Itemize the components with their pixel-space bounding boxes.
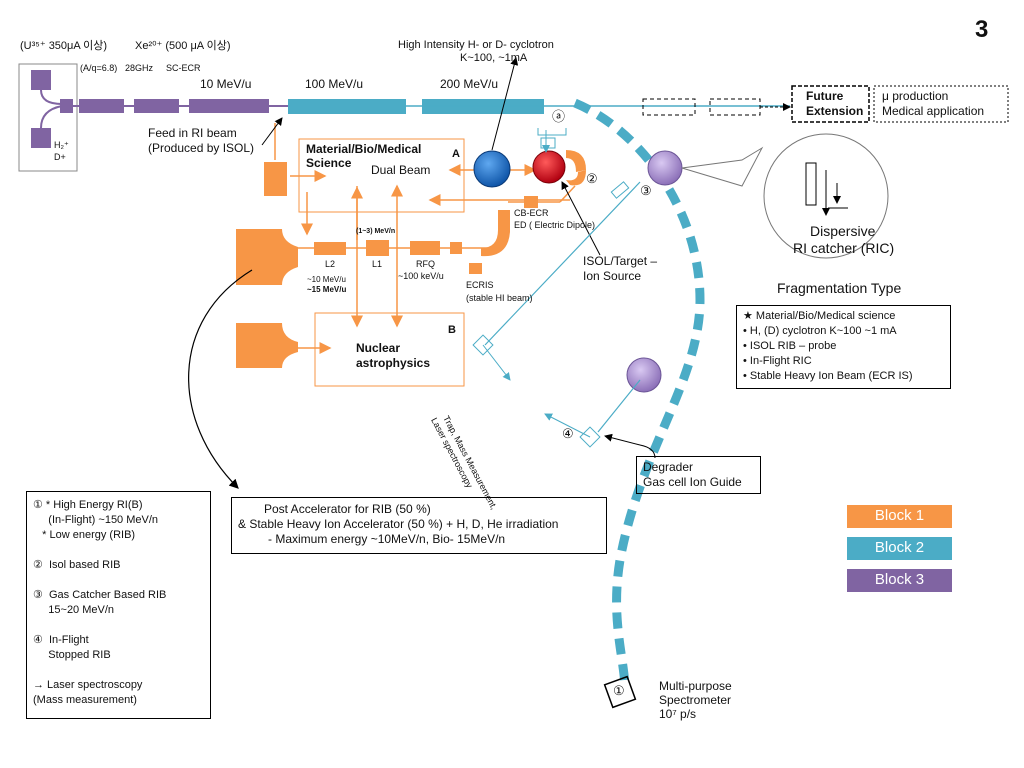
area-b-title-2: astrophysics	[356, 356, 431, 370]
frag-title: Fragmentation Type	[777, 280, 902, 296]
note-line: ② Isol based RIB	[33, 559, 121, 571]
separator-magnet-1	[647, 150, 683, 186]
aq-label: (A/q=6.8)	[80, 63, 118, 73]
cyclotron-label-1: High Intensity H- or D- cyclotron	[398, 39, 554, 51]
marker-3: ③	[640, 183, 652, 198]
note-line: → Laser spectroscopy	[33, 679, 143, 691]
future-box-2	[709, 98, 761, 116]
separator-magnet-2	[626, 357, 662, 393]
future-label-2: Extension	[806, 104, 864, 118]
note-line: (In-Flight) ~150 MeV/n	[33, 514, 159, 526]
ric-label-2: RI catcher (RIC)	[793, 240, 895, 256]
note-line: ③ Gas Catcher Based RIB	[33, 589, 167, 601]
frag-item-5: • Stable Heavy Ion Beam (ECR IS)	[743, 370, 913, 382]
energy-label-100: 100 MeV/u	[305, 77, 364, 91]
isol-label-2: Ion Source	[583, 269, 642, 283]
spectrometer-label-3: 10⁷ p/s	[659, 707, 697, 721]
ecris-label: ECRIS	[466, 280, 494, 290]
note-line	[33, 663, 204, 678]
dual-beam-label: Dual Beam	[371, 163, 431, 177]
fragment-separator-arc	[573, 98, 705, 691]
note-line: ④ In-Flight	[33, 634, 89, 646]
feed-label-2: (Produced by ISOL)	[148, 141, 255, 155]
isol-label-1: ISOL/Target –	[583, 254, 658, 268]
future-extension-box	[791, 85, 870, 123]
ed-label: ED ( Electric Dipole)	[514, 220, 596, 230]
energy-10-label: ~10 MeV/u	[307, 275, 346, 284]
note-line	[33, 618, 204, 633]
isol-target-ball	[532, 150, 566, 184]
marker-2: ②	[586, 171, 598, 186]
area-b-letter: B	[448, 324, 456, 336]
marker-4: ④	[562, 426, 574, 441]
note-line: ① * High Energy RI(B)	[33, 499, 143, 511]
sc-ecr-source-1	[31, 70, 51, 90]
energy-13-label: (1~3) MeV/n	[356, 228, 396, 235]
frag-item-1: ★ Material/Bio/Medical science	[743, 310, 896, 322]
note-line: Stopped RIB	[33, 649, 111, 661]
post-acc-line-3: - Maximum energy ~10MeV/n, Bio- 15MeV/n	[268, 532, 506, 546]
area-a-title-2: Science	[306, 156, 352, 170]
marker-1: ①	[613, 683, 625, 698]
cyclotron-ball	[473, 150, 511, 188]
spectrometer-label-1: Multi-purpose	[659, 679, 732, 693]
post-acc-line-1: Post Accelerator for RIB (50 %)	[264, 502, 431, 516]
h2-label: H₂⁺	[54, 140, 69, 150]
note-line: * Low energy (RIB)	[33, 529, 136, 541]
ric-label-1: Dispersive	[810, 223, 876, 239]
spectrometer-label-2: Spectrometer	[659, 693, 732, 707]
future-box-1	[642, 98, 696, 116]
note-line	[33, 573, 204, 588]
rfq-energy-label: ~100 keV/u	[398, 271, 444, 281]
future-label-1: Future	[806, 89, 844, 103]
spectrometer-marker	[603, 675, 637, 709]
area-b-box	[314, 312, 465, 387]
frag-item-3: • ISOL RIB – probe	[743, 340, 837, 352]
frag-list-box: ★ Material/Bio/Medical science • H, (D) …	[736, 305, 951, 389]
frag-item-4: • In-Flight RIC	[743, 355, 812, 367]
note-line: (Mass measurement)	[33, 694, 137, 706]
frag-item-2: • H, (D) cyclotron K~100 ~1 mA	[743, 325, 897, 337]
future-app-2: Medical application	[882, 104, 985, 118]
source-label: SC-ECR	[166, 63, 201, 73]
future-app-1: μ production	[882, 89, 949, 103]
sc-ecr-source-2	[31, 128, 51, 148]
degrader-label-1: Degrader	[643, 460, 694, 474]
ion-source-frame	[18, 63, 78, 172]
area-a-title-1: Material/Bio/Medical	[306, 142, 422, 156]
energy-15-label: ~15 MeV/u	[307, 285, 347, 294]
marker-a: ⓐ	[552, 109, 566, 124]
area-b-title-1: Nuclear	[356, 341, 401, 355]
legend-block-1: Block 1	[847, 505, 952, 528]
cyclotron-label-2: K~100, ~1mA	[460, 52, 528, 64]
rfq-label: RFQ	[416, 259, 435, 269]
feed-label-1: Feed in RI beam	[148, 126, 237, 140]
degrader-label-2: Gas cell Ion Guide	[643, 475, 742, 489]
u-beam-label: (U³⁵⁺ 350μA 이상)	[20, 40, 108, 52]
left-notes-box: ① * High Energy RI(B) (In-Flight) ~150 M…	[26, 491, 211, 719]
future-app-box	[873, 85, 1009, 123]
post-acc-line-2: & Stable Heavy Ion Accelerator (50 %) + …	[238, 517, 559, 531]
note-line: 15~20 MeV/n	[33, 604, 115, 616]
d-label: D+	[54, 152, 66, 162]
l1-label: L1	[372, 259, 383, 269]
slide-number: 3	[975, 16, 989, 43]
note-line	[33, 543, 204, 558]
xe-beam-label: Xe²⁰⁺ (500 μA 이상)	[135, 40, 231, 52]
legend-block-2: Block 2	[847, 537, 952, 560]
beam-entrance-blocks	[236, 162, 298, 368]
post-accelerator-box: Post Accelerator for RIB (50 %) & Stable…	[231, 497, 607, 554]
energy-label-10: 10 MeV/u	[200, 77, 252, 91]
energy-label-200: 200 MeV/u	[440, 77, 499, 91]
cbecr-label: CB-ECR	[514, 208, 549, 218]
l2-label: L2	[325, 259, 336, 269]
legend-block-3: Block 3	[847, 569, 952, 592]
freq-label: 28GHz	[125, 63, 154, 73]
area-a-letter: A	[452, 148, 460, 160]
degrader-box: Degrader Gas cell Ion Guide	[636, 456, 761, 494]
ecris-sub-label: (stable HI beam)	[466, 293, 533, 303]
